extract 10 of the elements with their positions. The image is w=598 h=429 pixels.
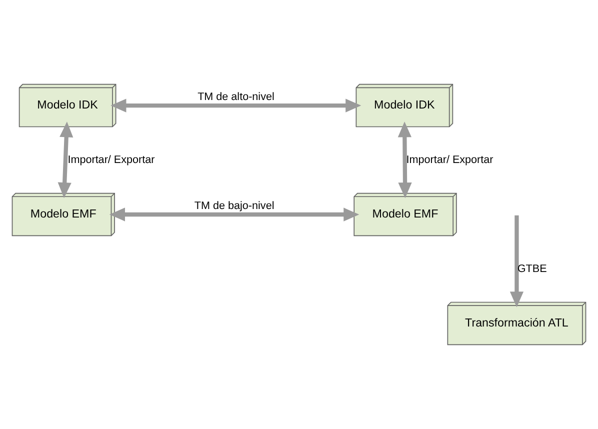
arrow xyxy=(110,98,362,112)
edge-label: Importar/ Exportar xyxy=(406,154,494,166)
arrow xyxy=(109,208,360,222)
edge-label: TM de alto-nivel xyxy=(198,91,274,104)
arrow xyxy=(510,215,524,308)
edge-label: Importar/ Exportar xyxy=(68,154,155,166)
arrow xyxy=(398,122,412,198)
arrow xyxy=(58,122,74,198)
edge-label: TM de bajo-nivel xyxy=(194,200,274,212)
edge-label: GTBE xyxy=(517,262,547,275)
